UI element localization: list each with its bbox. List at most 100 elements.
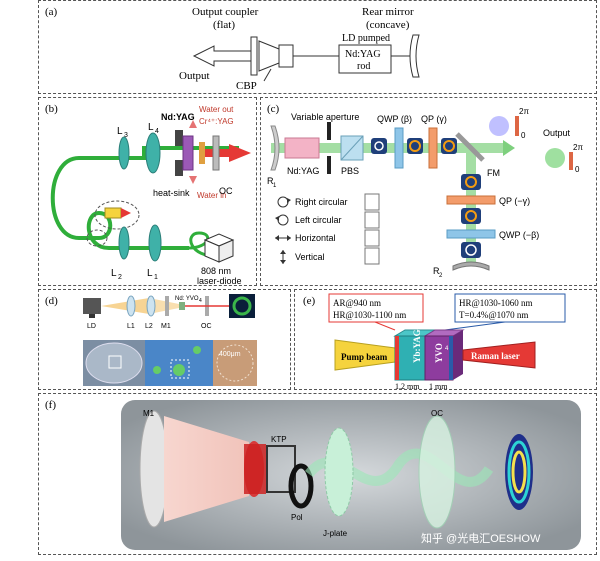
- qp-neg-gamma: [446, 195, 496, 205]
- heat-sink-top: [175, 130, 183, 146]
- mirror-m1: [165, 296, 169, 316]
- water-out-label: Water out: [199, 105, 234, 114]
- lens-l1: [126, 295, 136, 317]
- polarizer-ring: [288, 463, 314, 509]
- jones-vector-2: [364, 211, 380, 229]
- vertical-arrow-up-icon: [280, 250, 286, 254]
- jones-vector-1: [364, 193, 380, 211]
- len1-label: 1.2 mm: [395, 382, 420, 391]
- vertical-label: Vertical: [295, 252, 325, 262]
- yvo4-label: YVO: [434, 343, 444, 363]
- inset-red-tip: [121, 208, 131, 218]
- panel-e-diagram: (e) AR@940 nm HR@1030-1100 nm HR@1030-10…: [303, 293, 566, 391]
- heat-sink-bottom: [175, 160, 183, 176]
- l4-sub: 4: [155, 128, 159, 135]
- coating-right-1: HR@1030-1060 nm: [459, 298, 533, 308]
- zoom-box-1: [108, 355, 122, 369]
- qp-gamma-label: QP (γ): [421, 114, 447, 124]
- pump-beam-cone: [164, 416, 249, 522]
- micro-dot-3: [193, 346, 201, 354]
- cr-yag-crystal: [199, 142, 205, 164]
- qwp-neg-beta-label: QWP (−β): [499, 230, 539, 240]
- lens-l2: [146, 295, 156, 317]
- micro-image-3: [213, 340, 257, 386]
- rear-mirror: [409, 34, 420, 78]
- micro-dot-1: [153, 366, 161, 374]
- ld-pumped-label: LD pumped: [342, 33, 390, 44]
- red-beam-block: [244, 444, 266, 494]
- diode-cube-right: [218, 239, 234, 263]
- lens-l1: [148, 224, 162, 262]
- coating-left-2: HR@1030-1100 nm: [333, 310, 406, 320]
- polarization-legend: Right circular Left circular Horizontal …: [275, 193, 380, 265]
- cbp-block: [278, 44, 294, 68]
- panel-b-diagram: (b) L 3 L 4 Nd:YAG Water out Cr⁴⁺:YAG he…: [45, 103, 251, 286]
- panel-b: (b) L 3 L 4 Nd:YAG Water out Cr⁴⁺:YAG he…: [38, 97, 257, 286]
- lens-l2: [118, 226, 130, 260]
- jones-vector-4: [364, 247, 380, 265]
- ld-base: [89, 314, 95, 318]
- mode-square-4: [461, 208, 481, 224]
- pol-label: Pol: [291, 513, 303, 522]
- output-arrow: [503, 140, 515, 156]
- qwp-beta: [394, 127, 404, 169]
- l1-label: L: [147, 268, 153, 279]
- output-coupler-label: Output coupler: [192, 6, 259, 18]
- panel-d-diagram: (d) LD L1 L2 M1 Nd: YVO 4 OC: [45, 294, 257, 386]
- inset-ellipse: [94, 200, 140, 230]
- r2-sub: 2: [439, 273, 443, 279]
- phase-disc-right: [545, 148, 565, 168]
- ndyag-crystal: [284, 137, 320, 159]
- yvo4-side: [453, 330, 463, 380]
- horizontal-arrow-right-icon: [287, 235, 291, 241]
- ndyag-label: Nd:YAG: [161, 112, 195, 122]
- panel-a: (a) Output coupler (flat) Rear mirror (c…: [38, 0, 597, 94]
- water-in-label: Water in: [197, 191, 227, 200]
- ld-block: [83, 298, 101, 314]
- pol-circle-2: [465, 244, 477, 256]
- coating-left-stripe: [395, 336, 399, 380]
- output-beam-arrow: [229, 144, 251, 162]
- len2-label: 1 mm: [429, 382, 448, 391]
- micro-ring: [216, 344, 254, 382]
- r1-sub: 1: [273, 183, 277, 189]
- ndyvo4-crystal: [179, 302, 185, 310]
- pbs-label: PBS: [341, 166, 359, 176]
- micro-image-2: [145, 340, 213, 386]
- left-circular-arrow-icon: [275, 216, 279, 221]
- j-plate: [324, 427, 354, 517]
- ndyag-crystal: [182, 135, 194, 171]
- coating-pointer-left: [374, 321, 396, 331]
- lens-l3: [118, 136, 130, 170]
- qp-gamma: [428, 127, 438, 169]
- coating-box-right: [454, 293, 566, 323]
- cbp-pointer: [263, 68, 272, 82]
- phase-bar-2: [569, 152, 573, 170]
- raman-laser-label: Raman laser: [471, 351, 520, 361]
- panel-c-diagram: (c) R 1 Nd:YAG Variable aperture PBS QWP…: [267, 103, 583, 279]
- r2-mirror: [452, 261, 490, 271]
- pump-cone-2: [149, 298, 179, 314]
- pump-cone: [101, 298, 149, 314]
- mode-ring-2: [443, 140, 455, 152]
- scale-label: 400μm: [219, 351, 241, 358]
- output-label: Output: [179, 70, 210, 82]
- lens-l4: [145, 132, 161, 174]
- output-arrow: [192, 45, 252, 67]
- vertical-arrow-down-icon: [280, 260, 286, 264]
- micro-disc: [85, 342, 143, 384]
- m1-label: M1: [143, 409, 155, 418]
- rod-label-2: rod: [357, 61, 370, 72]
- l1-label: L1: [127, 323, 135, 330]
- l4-label: L: [148, 122, 154, 133]
- ndyag-label: Nd:YAG: [287, 166, 319, 176]
- mode-ring-1: [409, 140, 421, 152]
- qwp-beta-label: QWP (β): [377, 114, 412, 124]
- water-in-arrow: [189, 176, 197, 184]
- flat-label: (flat): [213, 19, 235, 31]
- ktp-label: KTP: [271, 435, 287, 444]
- crystal-sub: 4: [199, 298, 202, 304]
- fm-label: FM: [487, 168, 500, 178]
- variable-aperture-label: Variable aperture: [291, 112, 359, 122]
- zero-2: 0: [575, 165, 580, 174]
